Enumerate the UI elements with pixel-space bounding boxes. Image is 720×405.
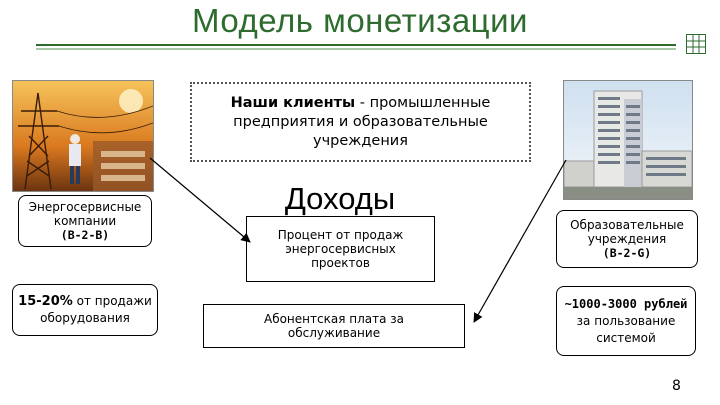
page-number: 8 <box>672 378 681 394</box>
arrow-energy-to-percent <box>150 158 250 242</box>
arrow-building-to-subscription <box>474 160 566 322</box>
